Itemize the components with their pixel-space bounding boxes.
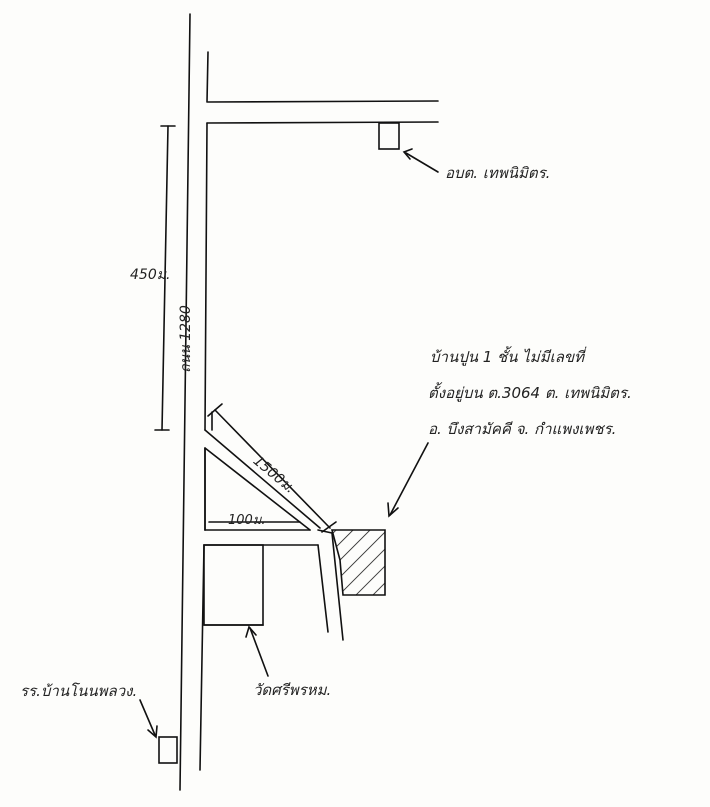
dim-1500-line: [214, 409, 331, 529]
distance-450-label: 450ม.: [130, 267, 171, 283]
temple-arrow: [249, 627, 269, 677]
main-road-right-edge-top: [206, 51, 209, 103]
dim-450-line: [161, 125, 169, 431]
house-label-line2: ตั้งอยู่บน ต.3064 ต. เทพนิมิตร.: [428, 384, 632, 402]
sao-building: [378, 122, 400, 150]
lower-road-connect: [317, 529, 333, 534]
house-arrow: [389, 442, 429, 516]
distance-100-label: 100ม.: [228, 513, 266, 528]
road-label: ถนน 1280: [177, 305, 194, 373]
side-road-top-lower: [206, 121, 439, 124]
school-arrow: [139, 699, 156, 736]
house-label-line1: บ้านปูน 1 ชั้น ไม่มีเลขที่: [430, 348, 585, 366]
main-road-right-edge-mid: [204, 122, 208, 431]
school-label: รร.บ้านโนนพลวง.: [20, 682, 138, 700]
sao-label: อบต. เทพนิมิตร.: [445, 164, 551, 182]
diagonal-road-outer: [204, 429, 321, 529]
temple-block: [203, 544, 264, 626]
house-plot: [330, 529, 386, 596]
lower-road-left-down: [317, 544, 329, 633]
sao-arrow: [405, 152, 439, 173]
lower-road-right-down: [331, 532, 344, 641]
house-label-line3: อ. บึงสามัคคี จ. กำแพงเพชร.: [428, 420, 617, 438]
temple-label: วัดศรีพรหม.: [253, 681, 332, 699]
school-building: [158, 736, 178, 764]
side-road-top-upper: [207, 100, 439, 103]
diagonal-road-inner: [204, 447, 311, 531]
main-road-left-edge: [179, 13, 191, 791]
